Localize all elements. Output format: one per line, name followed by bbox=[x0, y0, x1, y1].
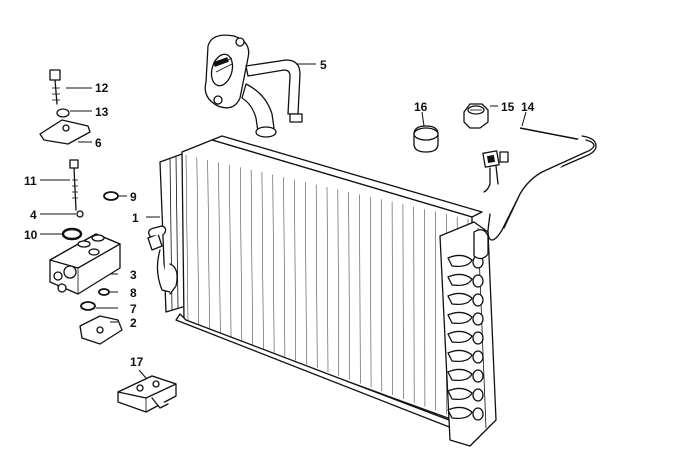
bracket-6 bbox=[39, 119, 91, 145]
callouts: 12 13 6 11 4 10 9 1 3 8 7 2 17 5 16 15 1… bbox=[24, 58, 535, 369]
callout-5: 5 bbox=[320, 58, 327, 72]
bracket-2 bbox=[79, 315, 123, 345]
callout-4: 4 bbox=[30, 208, 37, 222]
callout-17: 17 bbox=[130, 355, 144, 369]
callout-1: 1 bbox=[132, 211, 139, 225]
callout-16: 16 bbox=[414, 100, 428, 114]
o-ring-7 bbox=[80, 301, 96, 311]
callout-3: 3 bbox=[130, 268, 137, 282]
pressure-switch-line-14 bbox=[482, 127, 597, 241]
callout-12: 12 bbox=[95, 81, 109, 95]
condenser-fins bbox=[185, 154, 469, 422]
washer-4 bbox=[76, 210, 84, 218]
callout-6: 6 bbox=[95, 136, 102, 150]
expansion-valve bbox=[49, 233, 121, 295]
bolt-11 bbox=[69, 159, 79, 211]
condenser bbox=[147, 135, 497, 447]
callout-8: 8 bbox=[130, 286, 137, 300]
callout-2: 2 bbox=[130, 316, 137, 330]
callout-9: 9 bbox=[130, 190, 137, 204]
callout-11: 11 bbox=[24, 174, 37, 188]
cap-16 bbox=[413, 125, 439, 153]
leader-lines bbox=[40, 63, 527, 379]
cap-15 bbox=[463, 103, 489, 129]
seal-8 bbox=[98, 288, 110, 296]
washer-13 bbox=[56, 108, 70, 118]
bolt-12 bbox=[49, 69, 61, 105]
hose-fitting bbox=[204, 34, 303, 138]
callout-13: 13 bbox=[95, 105, 109, 119]
o-ring-9 bbox=[103, 191, 119, 201]
callout-10: 10 bbox=[24, 228, 38, 242]
condenser-return-bends bbox=[447, 254, 484, 421]
bracket-17 bbox=[117, 375, 177, 413]
callout-14: 14 bbox=[521, 100, 535, 114]
callout-7: 7 bbox=[130, 302, 137, 316]
callout-15: 15 bbox=[501, 100, 515, 114]
o-ring-10 bbox=[61, 227, 83, 241]
